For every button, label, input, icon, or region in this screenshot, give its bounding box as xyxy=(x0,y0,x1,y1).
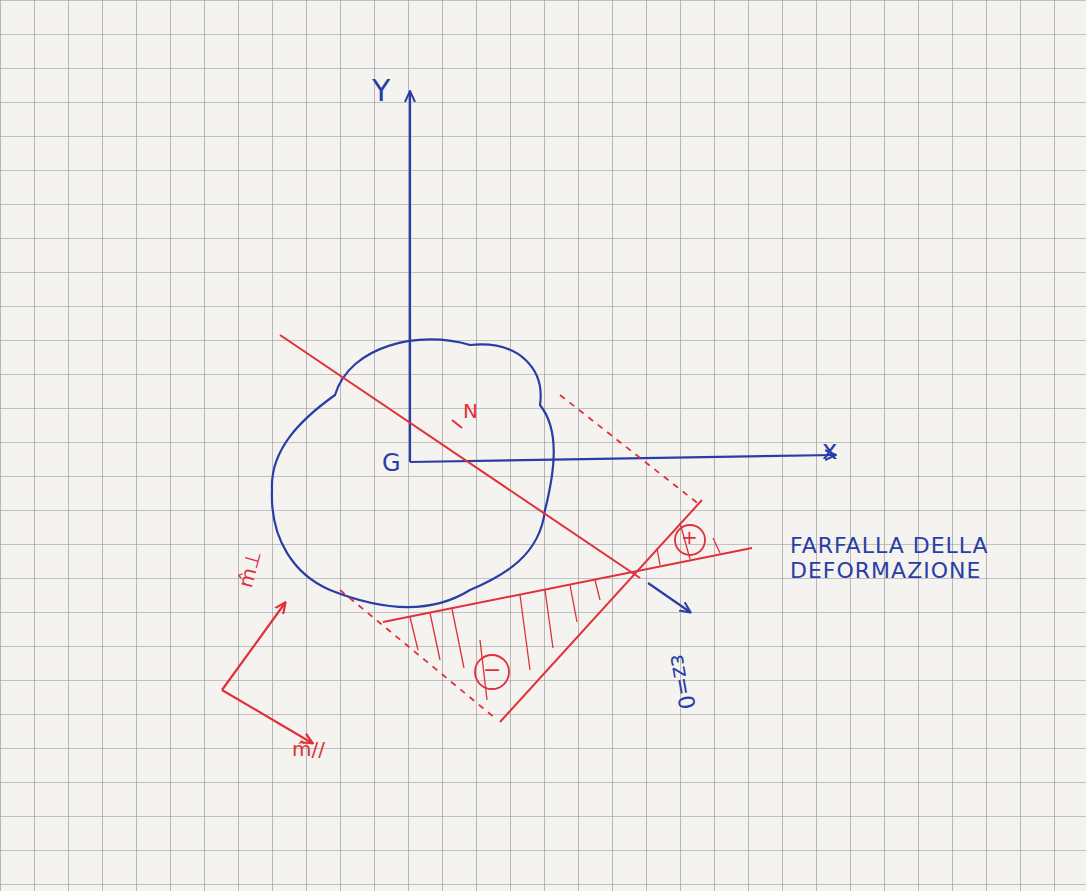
x-axis xyxy=(410,455,835,462)
sign-circle xyxy=(475,655,509,689)
projection-line xyxy=(340,590,495,718)
axis-label: x xyxy=(822,436,837,466)
centroid-label: G xyxy=(382,450,401,478)
normal-label: N xyxy=(463,400,478,423)
axis-label: Y xyxy=(372,74,390,109)
vector-label: m̂// xyxy=(292,738,325,761)
diagram-note: FARFALLA DELLA DEFORMAZIONE xyxy=(790,533,1080,584)
normal-tick xyxy=(452,420,462,428)
sign-label: − xyxy=(483,657,501,682)
moment-vector xyxy=(222,690,312,743)
neutral-axis xyxy=(280,335,640,578)
moment-vector xyxy=(222,603,285,690)
sign-circle xyxy=(675,525,705,555)
strain-line xyxy=(500,500,702,722)
section-outline xyxy=(272,339,554,606)
sign-label: + xyxy=(681,526,698,549)
strain-baseline xyxy=(383,548,752,622)
pointer-arrow xyxy=(648,583,690,612)
projection-line xyxy=(560,395,700,505)
y-axis xyxy=(409,92,411,462)
